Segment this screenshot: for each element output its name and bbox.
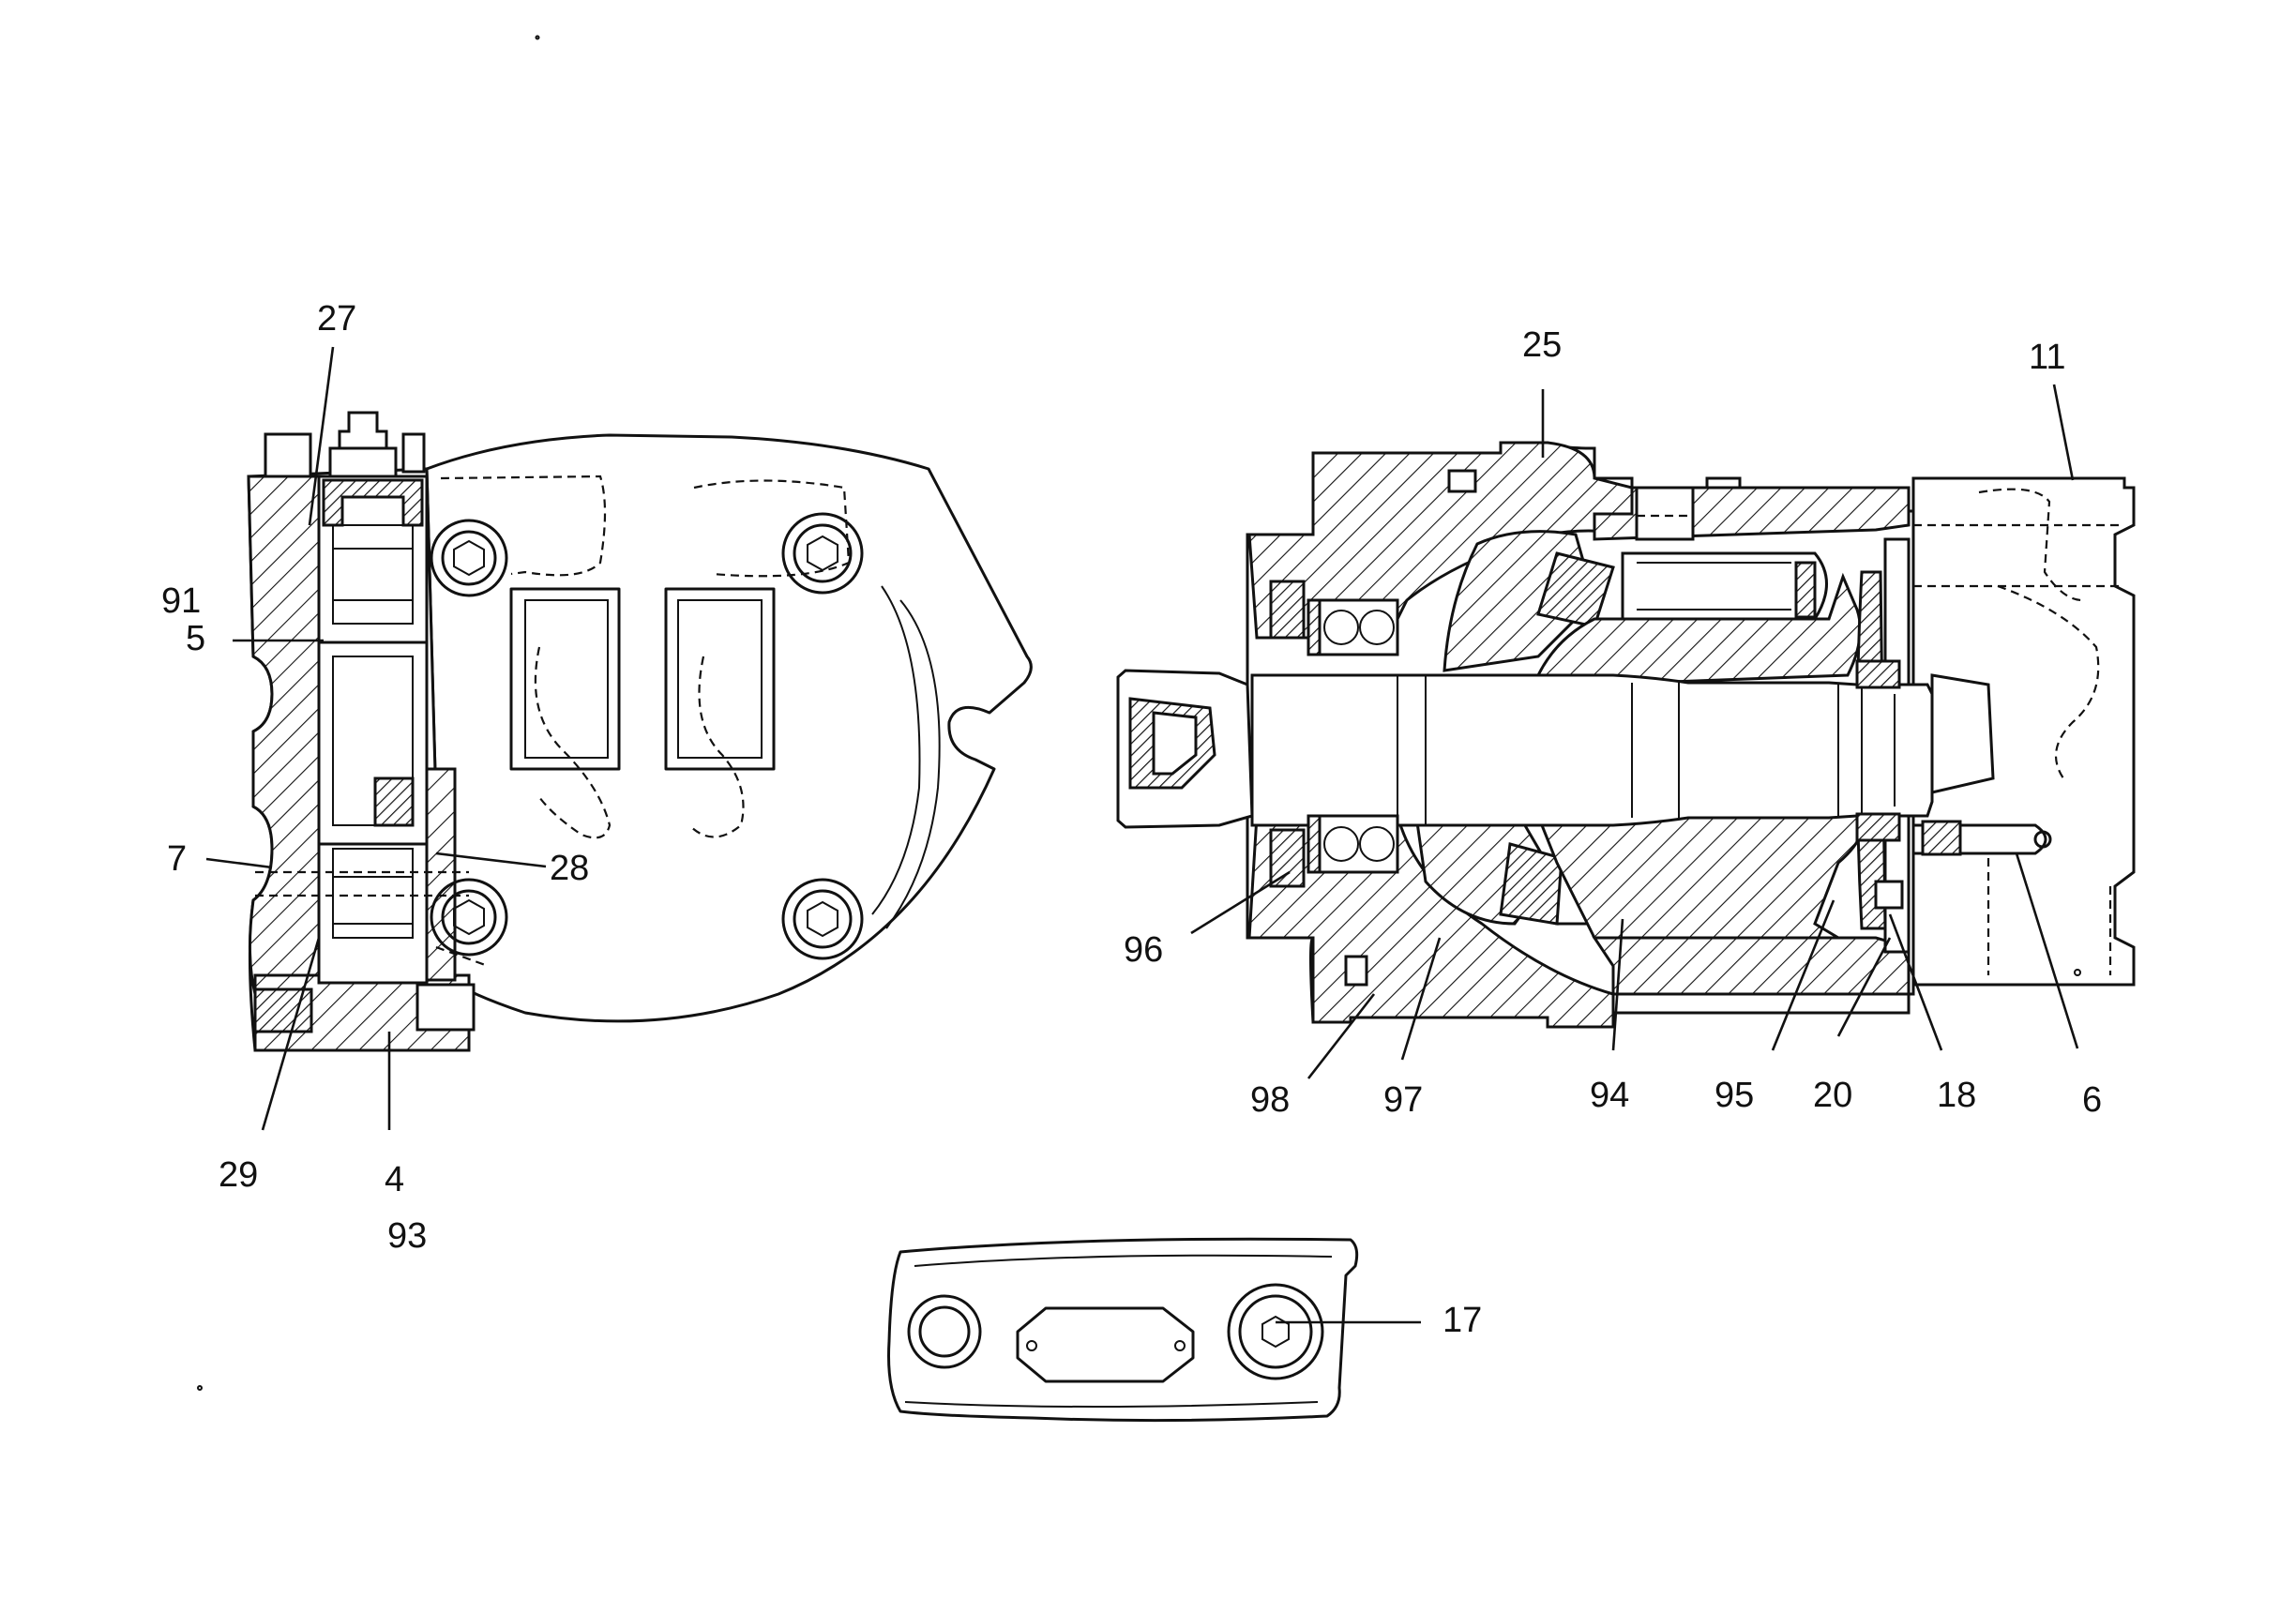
side-bolt-br: [781, 878, 864, 960]
side-view: [247, 411, 1033, 1052]
side-plate-hatch: [247, 475, 321, 996]
section-bearing-front-bottom: [1269, 814, 1399, 888]
section-top-vent: [1447, 469, 1477, 493]
section-bottom-notch: [1344, 955, 1368, 987]
side-bolt-bl: [430, 878, 508, 957]
label-97: 97: [1383, 1080, 1423, 1120]
section-control-block: [1911, 476, 2136, 987]
side-passage-2: [534, 646, 612, 839]
section-bottom-shell: [1592, 936, 1911, 996]
section-rear-stub: [1930, 673, 1995, 794]
side-port-1-inner: [524, 599, 609, 759]
label-27: 27: [317, 299, 356, 339]
side-bolt-tr: [781, 512, 864, 595]
side-spool-seal: [373, 776, 415, 827]
section-shaft: [1250, 673, 1934, 827]
side-top-bolt: [338, 411, 388, 450]
side-valve-bore: [317, 475, 429, 985]
label-17: 17: [1443, 1301, 1482, 1340]
bottom-plate: [887, 1237, 1359, 1423]
side-spool-upper: [332, 524, 414, 625]
label-5: 5: [186, 619, 205, 658]
bottom-plug-17: [1227, 1283, 1324, 1380]
label-7: 7: [167, 839, 187, 879]
side-bottom-seal: [253, 987, 313, 1033]
side-spool-main: [317, 641, 429, 846]
section-top-port: [1635, 486, 1695, 541]
section-rear-bearing-bottom: [1855, 812, 1901, 842]
side-contour: [885, 599, 941, 929]
section-piston-upper: [1536, 551, 1828, 628]
label-20: 20: [1813, 1076, 1852, 1115]
label-11: 11: [2029, 338, 2065, 377]
label-6: 6: [2082, 1080, 2102, 1120]
side-port-2: [664, 587, 776, 771]
label-94: 94: [1590, 1076, 1629, 1115]
label-98: 98: [1250, 1080, 1290, 1120]
section-rear-bearing-top: [1855, 659, 1901, 689]
side-spool-lower: [332, 848, 414, 939]
bottom-view: [887, 1237, 1359, 1423]
label-93: 93: [387, 1216, 427, 1256]
side-passage-3: [693, 479, 851, 578]
side-passage-1: [440, 475, 607, 577]
side-port-2-inner: [677, 599, 763, 759]
label-95: 95: [1714, 1076, 1754, 1115]
side-bottom-plug: [415, 983, 476, 1032]
side-bolt-tl: [430, 519, 508, 597]
side-top-nut-hatch: [322, 478, 424, 527]
side-spool-inner: [332, 656, 414, 826]
bottom-port-left: [907, 1294, 982, 1369]
section-bearing-front-top: [1269, 580, 1399, 656]
label-18: 18: [1937, 1076, 1976, 1115]
label-25: 25: [1522, 325, 1562, 365]
section-barrel-lower: [1535, 814, 1863, 940]
side-right-cap: [401, 432, 426, 474]
section-pin-18: [1874, 880, 1904, 910]
section-barrel-upper: [1535, 572, 1862, 686]
label-28: 28: [550, 849, 589, 888]
side-passage-4: [688, 656, 745, 838]
label-96: 96: [1124, 930, 1163, 970]
label-4: 4: [385, 1160, 404, 1199]
cross-section-view: [1116, 441, 2136, 1029]
bottom-nameplate: [1016, 1306, 1195, 1383]
side-passage-5: [435, 945, 489, 968]
leader-lines: [205, 346, 2079, 1324]
side-right-rib: [425, 767, 457, 982]
side-housing: [425, 433, 1033, 1023]
side-left-bolt: [264, 432, 312, 478]
label-91: 91: [161, 581, 201, 621]
side-port-1: [509, 587, 621, 771]
label-29: 29: [219, 1155, 258, 1195]
callout-labels: 27 91 5 7 28 29 4 93 25 11 96 98 97 94 9…: [161, 299, 2102, 1340]
